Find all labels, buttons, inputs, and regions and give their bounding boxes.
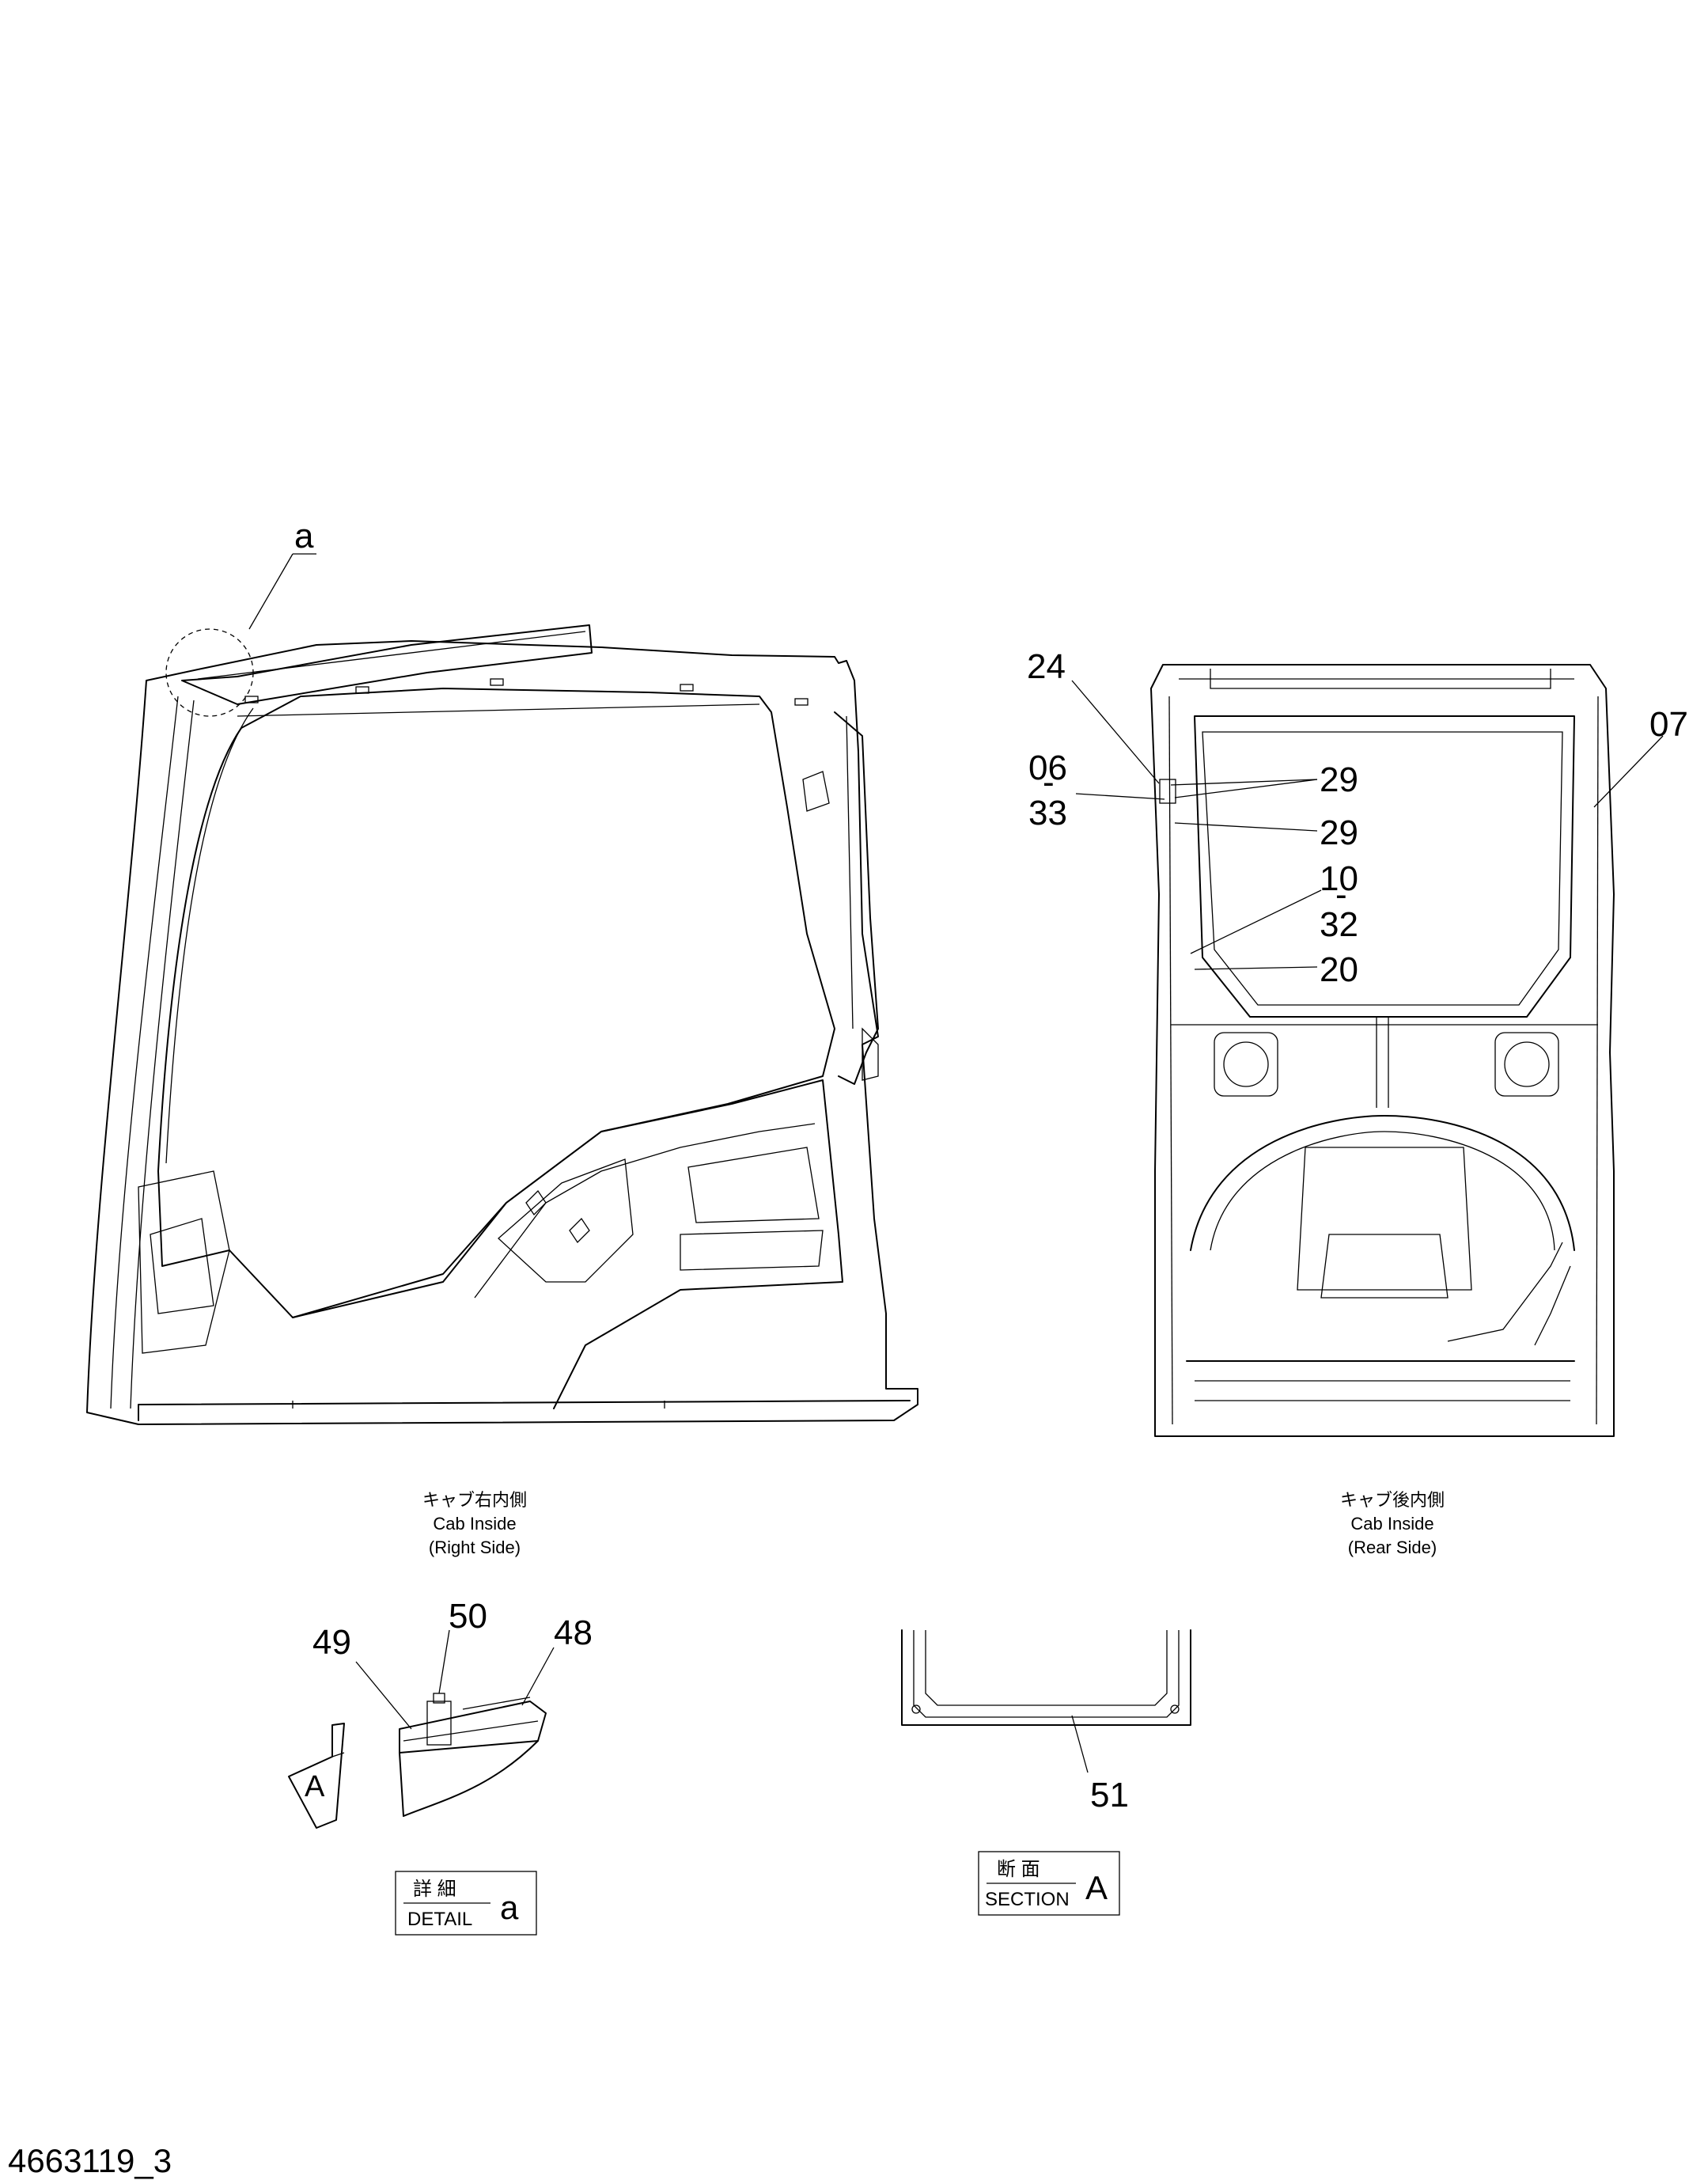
section-label-box bbox=[978, 1851, 1120, 1916]
callout-a: a bbox=[294, 517, 314, 555]
cab-rear-side-view bbox=[1071, 664, 1664, 1437]
callout-24: 24 bbox=[1027, 647, 1066, 686]
detail-label-en: DETAIL bbox=[407, 1909, 472, 1930]
detail-label-ref: a bbox=[500, 1889, 519, 1926]
detail-label-box bbox=[395, 1871, 537, 1936]
detail-label-jp: 詳 細 bbox=[413, 1879, 456, 1900]
callout-dash-06: - bbox=[1043, 763, 1055, 802]
caption-right-side-en2: (Right Side) bbox=[429, 1538, 521, 1557]
section-a-view bbox=[901, 1629, 1191, 1773]
caption-right-side-jp: キャブ右内側 bbox=[422, 1490, 527, 1510]
detail-a-view bbox=[288, 1629, 555, 1829]
caption-rear-side-en2: (Rear Side) bbox=[1348, 1538, 1437, 1557]
callout-07: 07 bbox=[1649, 705, 1688, 744]
callout-51: 51 bbox=[1090, 1776, 1129, 1814]
callout-50: 50 bbox=[449, 1597, 487, 1636]
section-label-ref: A bbox=[1085, 1869, 1108, 1906]
section-label-jp: 断 面 bbox=[997, 1859, 1040, 1880]
drawing-number: 4663119_3 bbox=[8, 2142, 172, 2179]
caption-right-side-en1: Cab Inside bbox=[433, 1514, 516, 1534]
section-arrow-label: A bbox=[305, 1770, 325, 1803]
callout-10: 10 bbox=[1320, 859, 1358, 898]
callout-29-upper: 29 bbox=[1320, 760, 1358, 799]
callout-dash-10: - bbox=[1335, 875, 1347, 914]
callout-06: 06 bbox=[1028, 749, 1067, 787]
callout-49: 49 bbox=[312, 1623, 351, 1662]
callout-33: 33 bbox=[1028, 794, 1067, 832]
caption-rear-side-en1: Cab Inside bbox=[1350, 1514, 1433, 1534]
callout-48: 48 bbox=[554, 1613, 593, 1652]
callout-29-lower: 29 bbox=[1320, 813, 1358, 852]
callout-32: 32 bbox=[1320, 905, 1358, 944]
section-label-en: SECTION bbox=[985, 1889, 1070, 1910]
callout-20: 20 bbox=[1320, 950, 1358, 989]
caption-rear-side-jp: キャブ後内側 bbox=[1340, 1490, 1445, 1510]
cab-right-side-view bbox=[86, 553, 918, 1425]
